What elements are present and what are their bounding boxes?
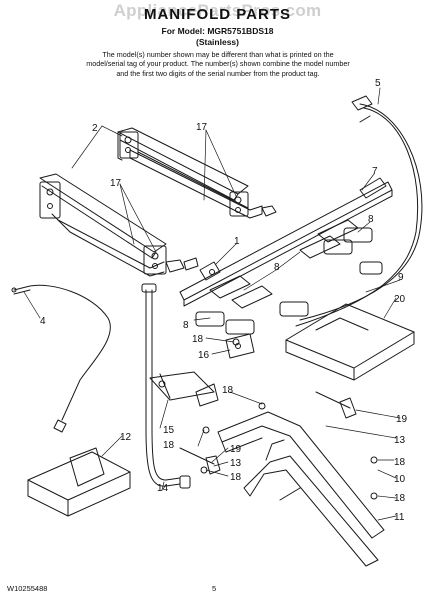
- supply-tube-14: [141, 283, 191, 489]
- callout-11: 11: [394, 512, 405, 523]
- callout-19-right: 19: [396, 414, 408, 425]
- callout-labels: 2 17 5 7 17 1 8 8 9 20 4 8 18 16 18 19 1…: [40, 78, 408, 523]
- callout-18-c: 18: [163, 440, 175, 451]
- callout-13-right: 13: [394, 435, 406, 446]
- callout-13-left: 13: [230, 458, 242, 469]
- lower-burner-grate-assembly: [39, 173, 199, 277]
- bracket-15: [149, 371, 219, 407]
- callout-7: 7: [372, 166, 378, 177]
- model-line: For Model: MGR5751BDS18: [161, 26, 274, 36]
- manifold-rail: [179, 177, 393, 309]
- callout-18-f: 18: [394, 493, 406, 504]
- callout-8-right: 8: [368, 214, 374, 225]
- callout-18-a: 18: [192, 334, 204, 345]
- igniters-19: [179, 391, 357, 475]
- leader-lines: [23, 87, 401, 521]
- regulator-12: [27, 447, 131, 517]
- callout-9: 9: [398, 272, 404, 283]
- wire-harness: [295, 95, 423, 327]
- screws-18: [200, 338, 378, 500]
- callout-4: 4: [40, 316, 46, 327]
- callout-19-left: 19: [230, 444, 242, 455]
- callout-20: 20: [394, 294, 406, 305]
- callout-8-left: 8: [183, 320, 189, 331]
- watermark: AppliancePartsPros.com: [113, 1, 322, 20]
- spark-module: [285, 303, 415, 381]
- shield-plate-16: [225, 333, 255, 359]
- callout-18-d: 18: [394, 457, 406, 468]
- upper-burner-grate-assembly: [117, 127, 277, 219]
- model-note: The model(s) number shown may be differe…: [86, 50, 350, 78]
- callout-16: 16: [198, 350, 210, 361]
- callout-17-top: 17: [196, 122, 208, 133]
- callout-10: 10: [394, 474, 406, 485]
- burner-valves: [195, 227, 383, 335]
- callout-15: 15: [163, 425, 175, 436]
- page-title: MANIFOLD PARTS: [143, 6, 292, 23]
- finish-line: (Stainless): [196, 37, 239, 47]
- callout-12: 12: [120, 432, 132, 443]
- document-number: W10255488: [7, 584, 48, 593]
- page-number: 5: [212, 584, 217, 593]
- gas-tube-4: [11, 284, 111, 433]
- callout-5: 5: [375, 78, 381, 89]
- callout-1: 1: [234, 236, 240, 247]
- callout-14: 14: [157, 483, 169, 494]
- lower-burner-tubes: [217, 411, 385, 567]
- callout-18-b: 18: [222, 385, 234, 396]
- callout-18-e: 18: [230, 472, 242, 483]
- callout-17-left: 17: [110, 178, 122, 189]
- callout-8-mid: 8: [274, 262, 280, 273]
- callout-2: 2: [92, 123, 98, 134]
